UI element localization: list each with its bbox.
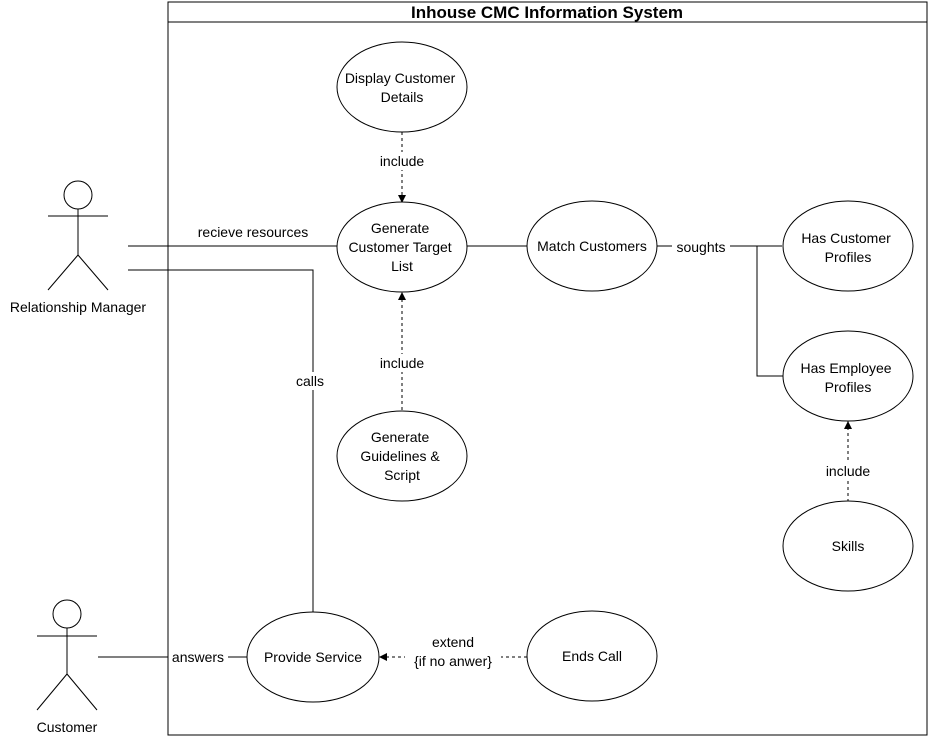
include-label: include bbox=[380, 153, 425, 169]
actor-head bbox=[63, 180, 93, 210]
actor-relationship-manager-label: Relationship Manager bbox=[10, 299, 147, 315]
usecase-ends-call[interactable] bbox=[526, 610, 658, 702]
usecase-display-customer-details[interactable] bbox=[336, 41, 468, 133]
extend-label: extend bbox=[432, 634, 474, 650]
usecase-label: Generate Guidelines & Script bbox=[360, 429, 443, 483]
answers-label: answers bbox=[172, 649, 224, 665]
usecase-label: Has Customer Profiles bbox=[801, 230, 894, 265]
usecase-generate-customer-target-list[interactable] bbox=[336, 201, 468, 293]
usecase-label: Generate Customer Target List bbox=[348, 220, 455, 274]
include-label: include bbox=[380, 355, 425, 371]
usecase-label: Provide Service bbox=[264, 649, 362, 665]
receive-resources-label: recieve resources bbox=[198, 224, 309, 240]
actor-left-leg bbox=[36, 673, 68, 711]
usecase-has-employee-profiles[interactable] bbox=[782, 330, 914, 422]
actor-head bbox=[52, 599, 82, 629]
usecase-label: Ends Call bbox=[562, 648, 622, 664]
usecase-label: Has Employee Profiles bbox=[801, 360, 896, 395]
actor-relationship-manager[interactable] bbox=[47, 180, 109, 291]
system-title: Inhouse CMC Information System bbox=[411, 3, 683, 22]
calls-label: calls bbox=[296, 373, 324, 389]
association-rm-provide-service bbox=[128, 269, 314, 612]
usecase-skills[interactable] bbox=[782, 500, 914, 592]
actor-customer[interactable] bbox=[36, 599, 98, 711]
soughts-label: soughts bbox=[676, 239, 725, 255]
usecase-label: Display Customer Details bbox=[345, 70, 459, 105]
actor-left-leg bbox=[47, 254, 79, 291]
usecase-has-customer-profiles[interactable] bbox=[782, 200, 914, 292]
usecase-provide-service[interactable] bbox=[246, 611, 380, 703]
extend-condition-label: {if no anwer} bbox=[414, 653, 492, 669]
actor-right-leg bbox=[77, 254, 109, 291]
label-bg bbox=[820, 462, 876, 480]
label-bg bbox=[374, 354, 430, 372]
usecase-label: Match Customers bbox=[537, 238, 647, 254]
association-soughts-employee-profiles bbox=[756, 246, 783, 377]
usecase-label: Skills bbox=[832, 538, 865, 554]
usecase-match-customers[interactable] bbox=[526, 200, 658, 292]
actor-right-leg bbox=[66, 673, 98, 711]
actor-customer-label: Customer bbox=[37, 719, 98, 735]
label-bg bbox=[374, 152, 430, 170]
label-bg bbox=[290, 372, 336, 390]
label-bg bbox=[405, 633, 501, 669]
usecase-generate-guidelines-script[interactable] bbox=[336, 410, 468, 502]
include-label: include bbox=[826, 463, 871, 479]
